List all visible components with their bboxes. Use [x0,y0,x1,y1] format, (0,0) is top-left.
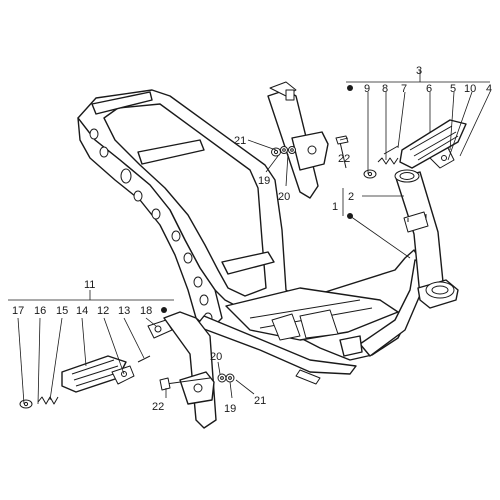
upper-bracket [267,81,349,199]
label-4: 4 [486,83,492,95]
label-12: 12 [97,305,109,317]
label-22-lower: 22 [152,401,164,413]
label-20-lower: 20 [210,351,222,363]
label-20-upper: 20 [278,191,290,203]
label-19-upper: 19 [258,175,270,187]
label-14: 14 [76,305,88,317]
frame-holes [89,128,213,324]
label-7: 7 [401,83,407,95]
label-15: 15 [56,305,68,317]
label-16: 16 [34,305,46,317]
label-21-lower: 21 [254,395,266,407]
label-10: 10 [464,83,476,95]
label-3: 3 [416,65,422,77]
label-17: 17 [12,305,24,317]
label-5: 5 [450,83,456,95]
label-19-lower: 19 [224,403,236,415]
right-footrest-assembly [363,119,467,179]
leader-lines [8,70,491,405]
label-8: 8 [382,83,388,95]
left-footrest-assembly [19,319,173,409]
label-9: 9 [364,83,370,95]
part-labels: 3 9 8 7 6 5 10 4 21 22 19 20 2 1 11 17 1… [12,65,492,415]
lower-bracket [159,311,235,429]
label-18: 18 [140,305,152,317]
main-frame [77,89,425,385]
label-1: 1 [332,201,338,213]
label-22-upper: 22 [338,153,350,165]
label-2: 2 [348,191,354,203]
label-11: 11 [84,279,95,291]
steering-head [394,169,459,309]
label-6: 6 [426,83,432,95]
label-21-upper: 21 [234,135,246,147]
label-13: 13 [118,305,130,317]
